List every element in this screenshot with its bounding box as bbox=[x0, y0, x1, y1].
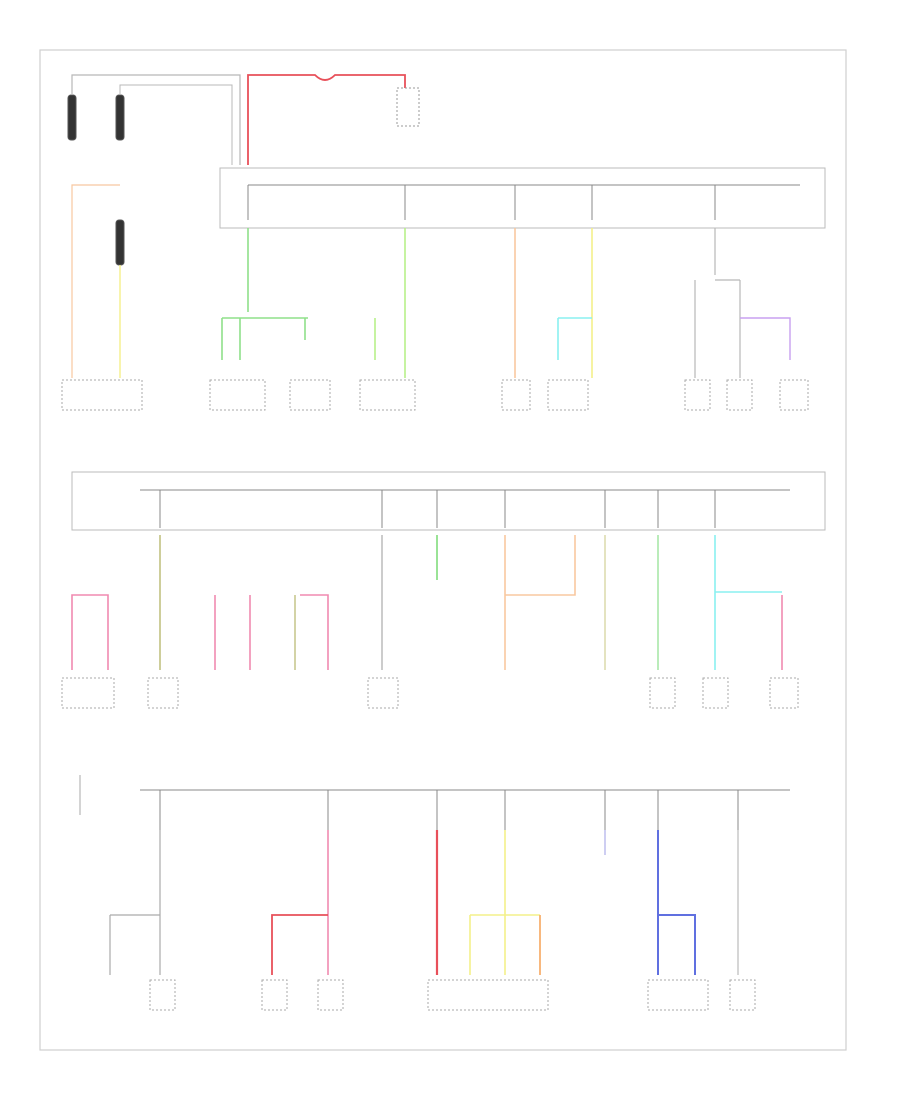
wire-mid-cyan bbox=[714, 535, 782, 670]
fuse-link-2 bbox=[115, 94, 125, 141]
wire-mid-pink-1 bbox=[71, 594, 109, 670]
wire-top-green bbox=[221, 228, 308, 360]
wire-top-cyan bbox=[557, 317, 592, 360]
battery bbox=[396, 87, 420, 127]
fuse-taps-top bbox=[247, 185, 716, 220]
fuse-link-group bbox=[67, 94, 125, 266]
section-top bbox=[61, 74, 826, 411]
wire-top-peach-left bbox=[71, 184, 120, 378]
wire-mid-pink-4 bbox=[300, 594, 329, 670]
fuse-taps-middle bbox=[159, 490, 716, 528]
components-top bbox=[61, 379, 809, 411]
wire-top-violet bbox=[740, 317, 791, 360]
components-middle bbox=[61, 677, 799, 709]
diagram-frame bbox=[39, 49, 847, 1051]
fuse-link-1 bbox=[67, 94, 77, 141]
wire-top-gray-right bbox=[694, 228, 741, 378]
section-bottom bbox=[79, 775, 790, 1011]
fuse-link-3 bbox=[115, 219, 125, 266]
junction-box-middle bbox=[71, 471, 826, 531]
gray-wire-top bbox=[71, 74, 241, 165]
wire-bot-yellow bbox=[469, 830, 540, 975]
wire-bot-gray bbox=[109, 830, 161, 975]
battery-wire bbox=[247, 74, 406, 165]
wire-top-lightgreen bbox=[374, 228, 406, 378]
fuse-taps-bottom bbox=[159, 790, 739, 830]
wire-bot-red bbox=[271, 914, 328, 975]
wire-mid-peach bbox=[504, 535, 576, 670]
gray-wire-top-2 bbox=[119, 84, 233, 165]
wire-bot-blue bbox=[657, 830, 696, 975]
section-middle bbox=[61, 471, 826, 709]
components-bottom bbox=[149, 979, 756, 1011]
junction-box-top bbox=[219, 167, 826, 229]
